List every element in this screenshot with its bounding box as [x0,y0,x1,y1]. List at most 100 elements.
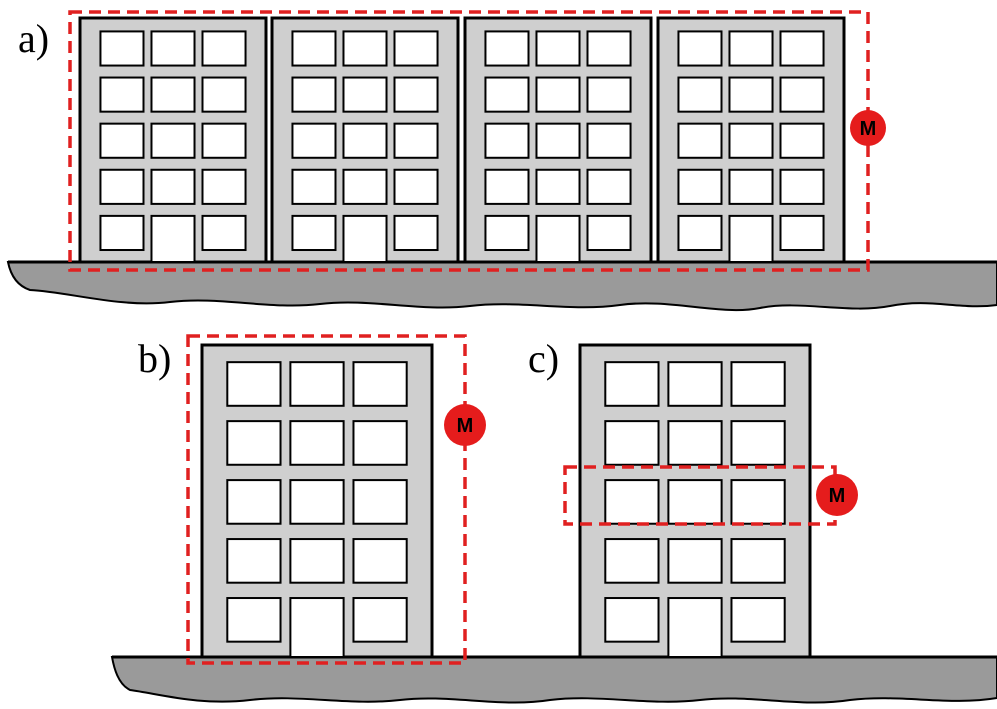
building-a1-window [201,168,247,205]
building-a4-window [779,30,825,67]
building-a2-window [291,76,337,113]
building-a3-window [484,30,530,67]
building-c-window [667,538,723,584]
building-b-window [352,538,408,584]
building-c-window [604,361,660,407]
building-b [200,343,434,659]
building-a1 [78,16,268,264]
ground-bottom [110,656,997,704]
building-c-window [730,479,786,525]
building-a3-window [484,168,530,205]
building-a4-window [728,30,774,67]
building-a4-window [728,76,774,113]
building-a4-window [677,122,723,159]
building-a2-window [342,122,388,159]
ground-top [6,261,997,312]
building-a4-window [779,76,825,113]
building-b-window [352,479,408,525]
building-c-door [667,597,723,658]
building-c-window [667,361,723,407]
building-b-window [226,479,282,525]
building-c-window [667,479,723,525]
building-b-window [226,597,282,643]
building-a2-window [291,122,337,159]
building-b-window [352,420,408,466]
badge-c-text: M [829,485,846,507]
building-a2-window [393,168,439,205]
building-a1-window [201,30,247,67]
building-a4-window [779,168,825,205]
badge-a-text: M [860,118,877,140]
badge-b: M [444,404,486,446]
building-a3-door [535,214,581,264]
panel-label-b: b) [138,336,171,381]
building-c-window [730,538,786,584]
building-b-window [352,597,408,643]
building-a2-window [393,76,439,113]
building-a3-window [586,76,632,113]
panel-c [578,343,812,659]
panel-label-c: c) [528,336,559,381]
building-a2-window [342,76,388,113]
building-a1-window [99,122,145,159]
building-b-window [226,420,282,466]
building-a2-window [291,168,337,205]
building-a1-window [150,122,196,159]
building-a3 [463,16,653,264]
building-a4-window [779,122,825,159]
building-a3-window [484,76,530,113]
building-a1-window [99,76,145,113]
building-b-window [226,361,282,407]
building-a4-window [677,214,723,252]
building-a3-window [535,168,581,205]
building-a1-window [201,76,247,113]
building-a3-window [484,122,530,159]
building-a2-window [393,214,439,252]
boundary-c [563,465,837,526]
building-a2-window [393,30,439,67]
building-a2-window [291,30,337,67]
building-c-window [604,420,660,466]
building-a2 [270,16,460,264]
building-a4-door [728,214,774,264]
building-a1-window [150,168,196,205]
building-a4-window [728,122,774,159]
building-c-window [604,538,660,584]
badge-a: M [850,110,886,146]
panel-b [200,343,434,659]
building-a3-window [586,122,632,159]
building-b-window [352,361,408,407]
building-a4 [656,16,846,264]
building-a1-door [150,214,196,264]
building-a1-window [99,30,145,67]
building-c [578,343,812,659]
building-a3-window [535,76,581,113]
building-c-window [730,597,786,643]
building-b-door [289,597,345,658]
building-a2-window [342,30,388,67]
building-a2-window [393,122,439,159]
panel-a [78,16,846,264]
building-a2-door [342,214,388,264]
building-a4-window [779,214,825,252]
boundary-a [68,10,870,272]
building-a4-window [677,30,723,67]
building-b-window [226,538,282,584]
badge-c: M [816,474,858,516]
building-a3-window [586,30,632,67]
building-a2-window [291,214,337,252]
building-c-window [604,597,660,643]
building-a3-window [586,168,632,205]
building-a3-window [484,214,530,252]
building-a1-window [99,168,145,205]
building-c-window [604,479,660,525]
building-a4-window [728,168,774,205]
badge-b-text: M [457,415,474,437]
building-a3-window [535,122,581,159]
building-a3-window [586,214,632,252]
building-a1-window [99,214,145,252]
building-a1-window [201,122,247,159]
building-a4-window [677,76,723,113]
building-a3-window [535,30,581,67]
